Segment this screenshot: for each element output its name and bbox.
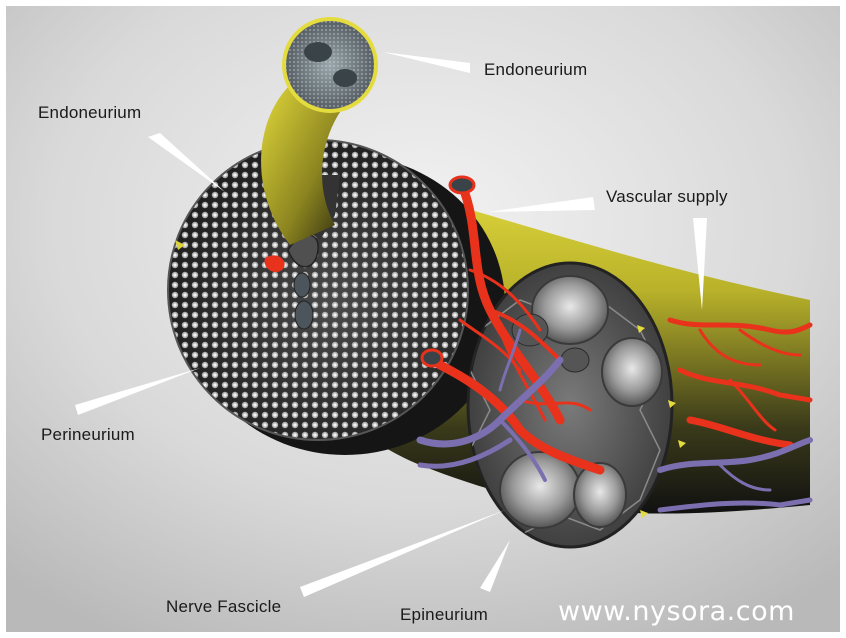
vessel-end <box>450 177 474 193</box>
zoom-nucleus <box>304 42 332 62</box>
zoom-nucleus <box>333 69 357 87</box>
watermark: www.nysora.com <box>558 596 795 627</box>
label-vascular-supply: Vascular supply <box>606 187 728 207</box>
label-nerve-fascicle: Nerve Fascicle <box>166 597 281 617</box>
vessel-end <box>422 350 442 366</box>
label-epineurium: Epineurium <box>400 605 488 625</box>
label-perineurium: Perineurium <box>41 425 135 445</box>
label-endoneurium-left: Endoneurium <box>38 103 141 123</box>
label-endoneurium-top: Endoneurium <box>484 60 587 80</box>
cell-nucleus <box>294 273 310 297</box>
fascicle-small <box>602 338 662 406</box>
cell-nucleus <box>295 301 313 329</box>
